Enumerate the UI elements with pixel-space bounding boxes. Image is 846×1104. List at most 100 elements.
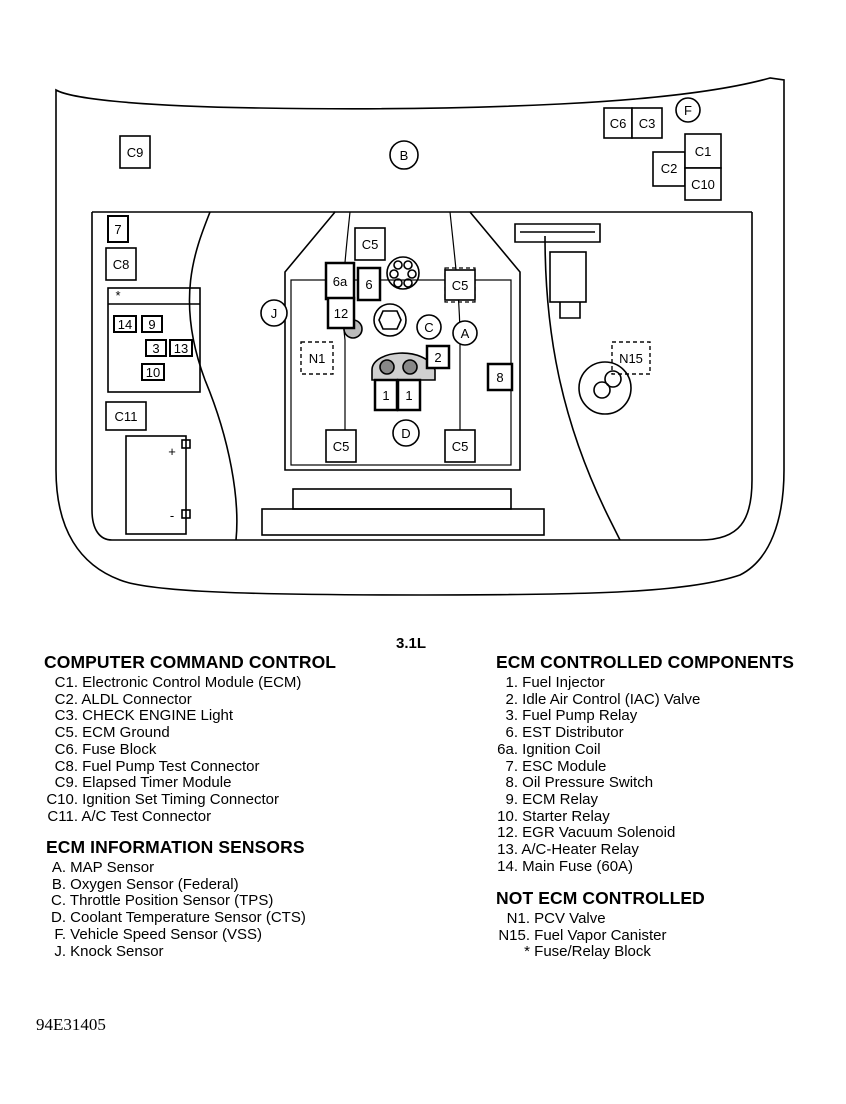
engine-block — [284, 211, 521, 471]
radiator-lower — [261, 508, 545, 536]
legend-item-text: Elapsed Timer Module — [82, 774, 232, 792]
callout-j: J — [271, 306, 278, 321]
vehicle-body-outline — [55, 77, 785, 596]
callout-c3: C3 — [639, 116, 656, 131]
legend-item-code: 3. — [505, 707, 518, 725]
legend-title: COMPUTER COMMAND CONTROL — [44, 652, 337, 672]
callout-fuse-block-star: * — [115, 288, 120, 303]
legend-item-text: Oxygen Sensor (Federal) — [70, 875, 239, 893]
legend-item-text: Ignition Set Timing Connector — [82, 790, 279, 808]
callout-c1: C1 — [695, 144, 712, 159]
legend-item-code: N1. — [506, 910, 530, 927]
legend-item: A. MAP Sensor — [46, 859, 306, 877]
legend-item: C1. Electronic Control Module (ECM) — [44, 674, 336, 692]
callout-c5-bottom-right: C5 — [452, 439, 469, 454]
legend-item: C9. Elapsed Timer Module — [44, 774, 336, 792]
legend-item: C10. Ignition Set Timing Connector — [44, 790, 336, 809]
legend-item-code: 7. — [505, 757, 518, 775]
legend-item: 6a. Ignition Coil — [496, 740, 794, 759]
legend-item-code: B. — [51, 875, 66, 893]
legend-item-text: Throttle Position Sensor (TPS) — [69, 892, 274, 910]
legend-item: C8. Fuel Pump Test Connector — [44, 757, 336, 776]
legend-item-text: ALDL Connector — [81, 690, 192, 708]
legend-ecm-controlled-components: ECM CONTROLLED COMPONENTS 1. Fuel Inject… — [496, 652, 794, 875]
legend-item-text: ESC Module — [522, 757, 607, 775]
legend-item-text: Fuel Pump Relay — [522, 707, 638, 725]
callout-b: B — [400, 148, 409, 163]
legend-item-text: PCV Valve — [534, 910, 606, 927]
engine-compartment-diagram: C9 B C6 C3 F C2 C1 C10 7 C8 * 14 9 3 13 … — [55, 77, 785, 596]
callout-a: A — [461, 326, 470, 341]
legend-item-code: 2. — [505, 690, 518, 708]
legend-item-code: 12. — [497, 824, 518, 842]
callout-c11: C11 — [115, 409, 138, 424]
legend-item: J. Knock Sensor — [46, 942, 306, 961]
legend-item-code: 6. — [505, 724, 518, 742]
legend-item-text: Coolant Temperature Sensor (CTS) — [70, 909, 306, 927]
legend-item: 10. Starter Relay — [496, 808, 794, 826]
callout-14: 14 — [118, 317, 132, 332]
legend-item-code: J. — [54, 942, 66, 960]
legend-item: D. Coolant Temperature Sensor (CTS) — [46, 909, 306, 927]
legend-item-code: 14. — [497, 857, 518, 875]
legend-item-text: Electronic Control Module (ECM) — [82, 674, 302, 691]
legend-item-code: 6a. — [497, 740, 518, 758]
legend-item: 6. EST Distributor — [496, 724, 794, 742]
legend-item-text: Fuel Pump Test Connector — [82, 757, 260, 775]
legend-item: C11. A/C Test Connector — [44, 808, 336, 826]
legend-item: 9. ECM Relay — [496, 790, 794, 809]
callout-10: 10 — [146, 365, 160, 380]
legend-item-text: Knock Sensor — [70, 942, 164, 960]
legend-item: 1. Fuel Injector — [496, 674, 794, 692]
battery-plus: + — [168, 444, 176, 459]
legend-item-code: 8. — [505, 774, 518, 792]
legend-item-text: ECM Ground — [82, 724, 170, 742]
legend-item-text: CHECK ENGINE Light — [82, 707, 234, 725]
legend-item-code: * — [524, 943, 530, 961]
legend-item-code: C8. — [54, 757, 78, 775]
legend-item: 7. ESC Module — [496, 757, 794, 776]
right-wheelwell-curve — [544, 235, 621, 541]
legend-item: N1. PCV Valve — [496, 910, 705, 928]
legend-item-text: Oil Pressure Switch — [522, 774, 654, 792]
legend-item: * Fuse/Relay Block — [496, 944, 705, 961]
legend-item-text: Ignition Coil — [522, 740, 601, 758]
callout-13: 13 — [174, 341, 188, 356]
callout-c2: C2 — [661, 161, 678, 176]
legend-title: NOT ECM CONTROLLED — [496, 888, 705, 908]
legend-item-code: C. — [51, 892, 66, 910]
legend-item: C5. ECM Ground — [44, 724, 336, 742]
callout-7: 7 — [114, 222, 121, 237]
callout-c: C — [424, 320, 433, 335]
legend-item-code: C3. — [54, 707, 78, 725]
callout-3: 3 — [152, 341, 159, 356]
legend-item: 14. Main Fuse (60A) — [496, 857, 794, 876]
legend-item-code: C10. — [46, 790, 78, 808]
callout-c5-right: C5 — [452, 278, 469, 293]
legend-item: C3. CHECK ENGINE Light — [44, 708, 336, 725]
legend-item-code: 13. — [497, 841, 518, 859]
callout-9: 9 — [148, 317, 155, 332]
callout-12: 12 — [334, 306, 348, 321]
legend-item-code: C2. — [54, 690, 78, 708]
legend-item: F. Vehicle Speed Sensor (VSS) — [46, 925, 306, 944]
legend-item-code: 1. — [505, 674, 518, 691]
callout-1-right: 1 — [405, 388, 412, 403]
radiator-upper — [292, 488, 512, 510]
air-intake-tube — [549, 251, 587, 303]
legend-item-code: 9. — [505, 790, 518, 808]
legend-item: C2. ALDL Connector — [44, 690, 336, 709]
legend-item-code: F. — [54, 925, 66, 943]
callout-d: D — [401, 426, 410, 441]
legend-item-text: Idle Air Control (IAC) Valve — [522, 690, 701, 708]
callout-n15: N15 — [619, 351, 643, 366]
legend-item-text: A/C-Heater Relay — [521, 841, 639, 859]
callout-f: F — [684, 103, 692, 118]
legend-computer-command-control: COMPUTER COMMAND CONTROL C1. Electronic … — [44, 652, 336, 825]
legend-item-text: EGR Vacuum Solenoid — [522, 824, 676, 842]
callout-c9: C9 — [127, 145, 144, 160]
figure-id: 94E31405 — [36, 1015, 106, 1034]
legend-title: ECM CONTROLLED COMPONENTS — [496, 652, 795, 672]
legend-item-text: ECM Relay — [522, 790, 599, 808]
